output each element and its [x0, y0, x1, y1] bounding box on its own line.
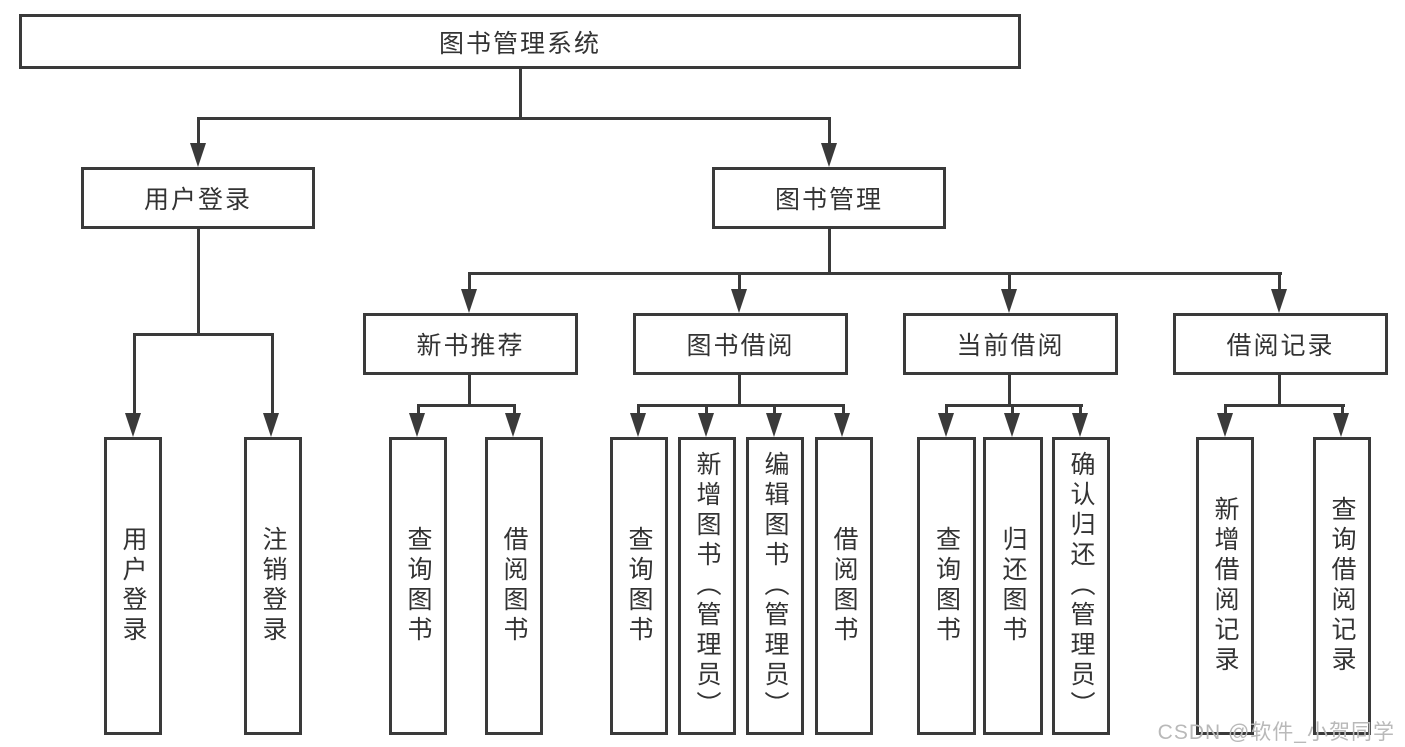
- connector-line: [705, 407, 708, 414]
- arrow-down-icon: [731, 289, 747, 313]
- node-book-borrow-label: 图书借阅: [686, 332, 795, 360]
- node-new-book-recommend: 新书推荐: [363, 313, 578, 375]
- leaf-borrow-add-admin: 新增图书（管理员）: [678, 437, 736, 735]
- arrow-down-icon: [821, 143, 837, 167]
- arrow-down-icon: [505, 413, 521, 437]
- leaf-borrow-query: 查询图书: [610, 437, 668, 735]
- leaf-newbook-query: 查询图书: [389, 437, 447, 735]
- arrow-down-icon: [1333, 413, 1349, 437]
- arrow-down-icon: [1271, 289, 1287, 313]
- node-current-borrow-label: 当前借阅: [956, 332, 1065, 360]
- connector-line: [1008, 375, 1011, 406]
- connector-line: [271, 336, 274, 415]
- leaf-user-login: 用户登录: [104, 437, 162, 735]
- leaf-records-add-label: 新增借阅记录: [1211, 496, 1239, 676]
- connector-line: [738, 275, 741, 291]
- node-book-management-label: 图书管理: [774, 186, 883, 214]
- leaf-current-confirm-admin-label: 确认归还（管理员）: [1067, 451, 1095, 721]
- node-current-borrow: 当前借阅: [903, 313, 1118, 375]
- node-new-book-recommend-label: 新书推荐: [416, 332, 525, 360]
- connector-line: [1011, 407, 1014, 414]
- connector-line: [945, 404, 1083, 407]
- leaf-current-query-label: 查询图书: [932, 526, 961, 646]
- connector-line: [133, 333, 274, 336]
- arrow-down-icon: [1072, 413, 1088, 437]
- leaf-logout: 注销登录: [244, 437, 302, 735]
- arrow-down-icon: [409, 413, 425, 437]
- arrow-down-icon: [1004, 413, 1020, 437]
- connector-line: [417, 407, 420, 414]
- arrow-down-icon: [263, 413, 279, 437]
- connector-line: [1341, 407, 1344, 414]
- arrow-down-icon: [125, 413, 141, 437]
- arrow-down-icon: [1001, 289, 1017, 313]
- connector-line: [197, 229, 200, 335]
- connector-line: [1278, 375, 1281, 406]
- leaf-records-add: 新增借阅记录: [1196, 437, 1254, 735]
- arrow-down-icon: [834, 413, 850, 437]
- node-user-login: 用户登录: [81, 167, 315, 229]
- node-user-login-label: 用户登录: [143, 186, 252, 214]
- connector-line: [828, 229, 831, 274]
- node-borrow-records-label: 借阅记录: [1226, 332, 1335, 360]
- leaf-borrow-borrow-label: 借阅图书: [830, 526, 858, 646]
- arrow-down-icon: [766, 413, 782, 437]
- arrow-down-icon: [630, 413, 646, 437]
- leaf-borrow-borrow: 借阅图书: [815, 437, 873, 735]
- connector-line: [637, 404, 845, 407]
- leaf-borrow-add-admin-label: 新增图书（管理员）: [693, 451, 721, 721]
- connector-line: [513, 407, 516, 414]
- connector-line: [738, 375, 741, 406]
- connector-line: [417, 404, 516, 407]
- connector-line: [1008, 275, 1011, 291]
- leaf-user-login-label: 用户登录: [119, 526, 147, 646]
- connector-line: [1224, 407, 1227, 414]
- connector-line: [1079, 407, 1082, 414]
- node-book-management: 图书管理: [712, 167, 946, 229]
- leaf-records-query-label: 查询借阅记录: [1328, 496, 1356, 676]
- leaf-current-confirm-admin: 确认归还（管理员）: [1052, 437, 1110, 735]
- leaf-borrow-query-label: 查询图书: [625, 526, 653, 646]
- connector-line: [773, 407, 776, 414]
- arrow-down-icon: [1217, 413, 1233, 437]
- arrow-down-icon: [938, 413, 954, 437]
- connector-line: [133, 336, 136, 415]
- leaf-current-return: 归还图书: [983, 437, 1043, 735]
- connector-line: [637, 407, 640, 414]
- connector-line: [197, 117, 200, 145]
- leaf-borrow-edit-admin-label: 编辑图书（管理员）: [761, 451, 789, 721]
- connector-line: [945, 407, 948, 414]
- connector-line: [828, 117, 831, 145]
- node-borrow-records: 借阅记录: [1173, 313, 1388, 375]
- leaf-borrow-edit-admin: 编辑图书（管理员）: [746, 437, 804, 735]
- node-book-borrow: 图书借阅: [633, 313, 848, 375]
- connector-line: [1224, 404, 1345, 407]
- node-library-system: 图书管理系统: [19, 14, 1021, 69]
- leaf-current-return-label: 归还图书: [999, 526, 1027, 646]
- connector-line: [842, 407, 845, 414]
- connector-line: [519, 69, 522, 119]
- connector-line: [197, 117, 831, 120]
- arrow-down-icon: [190, 143, 206, 167]
- connector-line: [468, 272, 1282, 275]
- leaf-logout-label: 注销登录: [259, 526, 287, 646]
- arrow-down-icon: [461, 289, 477, 313]
- csdn-watermark: CSDN @软件_小贺同学: [1157, 721, 1395, 744]
- leaf-newbook-borrow-label: 借阅图书: [500, 526, 528, 646]
- node-library-system-label: 图书管理系统: [438, 29, 601, 58]
- leaf-newbook-borrow: 借阅图书: [485, 437, 543, 735]
- leaf-newbook-query-label: 查询图书: [404, 526, 432, 646]
- connector-line: [468, 275, 471, 291]
- connector-line: [1278, 275, 1281, 291]
- leaf-records-query: 查询借阅记录: [1313, 437, 1371, 735]
- arrow-down-icon: [698, 413, 714, 437]
- leaf-current-query: 查询图书: [917, 437, 976, 735]
- connector-line: [468, 375, 471, 406]
